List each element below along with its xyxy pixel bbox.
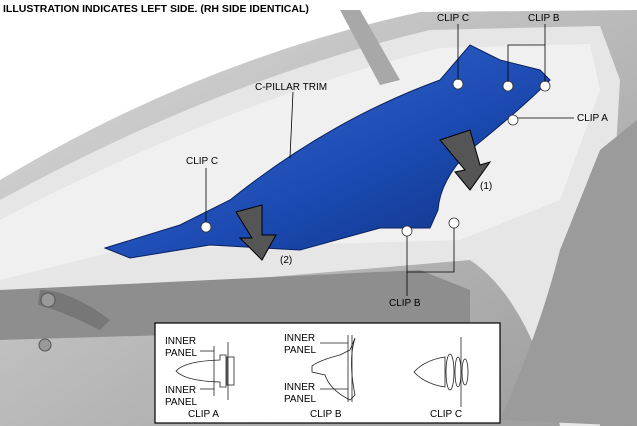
clip-a-lower-label-2: PANEL bbox=[165, 397, 197, 408]
clip-detail-inset: INNER PANEL INNER PANEL CLIP A INNER PAN… bbox=[154, 322, 501, 424]
leader-lines bbox=[205, 24, 574, 296]
label-c-pillar-trim: C-PILLAR TRIM bbox=[255, 82, 327, 93]
clip-c-caption: CLIP C bbox=[430, 409, 462, 420]
clip-b-upper-label-1: INNER bbox=[284, 333, 315, 344]
clip-b-lower-label-1: INNER bbox=[284, 382, 315, 393]
removal-arrow-2-icon bbox=[235, 204, 277, 261]
clip-b-diagram bbox=[311, 335, 356, 402]
clip-a-diagram bbox=[175, 342, 235, 400]
label-clip-c-top: CLIP C bbox=[437, 13, 469, 24]
clip-markers bbox=[200, 78, 551, 237]
removal-arrow-1-icon bbox=[439, 129, 492, 191]
label-clip-b-bottom: CLIP B bbox=[389, 298, 421, 309]
clip-a-caption: CLIP A bbox=[188, 409, 219, 420]
label-clip-b-top: CLIP B bbox=[528, 13, 560, 24]
label-step-1: (1) bbox=[480, 181, 492, 192]
label-clip-c-left: CLIP C bbox=[186, 156, 218, 167]
clip-c-diagram bbox=[413, 337, 469, 407]
clip-a-lower-label-1: INNER bbox=[165, 385, 196, 396]
clip-a-upper-label-1: INNER bbox=[165, 336, 196, 347]
c-pillar-trim bbox=[103, 44, 551, 259]
clip-b-upper-label-2: PANEL bbox=[284, 345, 316, 356]
clip-a-upper-label-2: PANEL bbox=[165, 348, 197, 359]
clip-b-lower-label-2: PANEL bbox=[284, 394, 316, 405]
illustration-title: ILLUSTRATION INDICATES LEFT SIDE. (RH SI… bbox=[3, 3, 309, 15]
label-clip-a: CLIP A bbox=[577, 113, 608, 124]
clip-b-caption: CLIP B bbox=[310, 409, 342, 420]
label-step-2: (2) bbox=[280, 255, 292, 266]
